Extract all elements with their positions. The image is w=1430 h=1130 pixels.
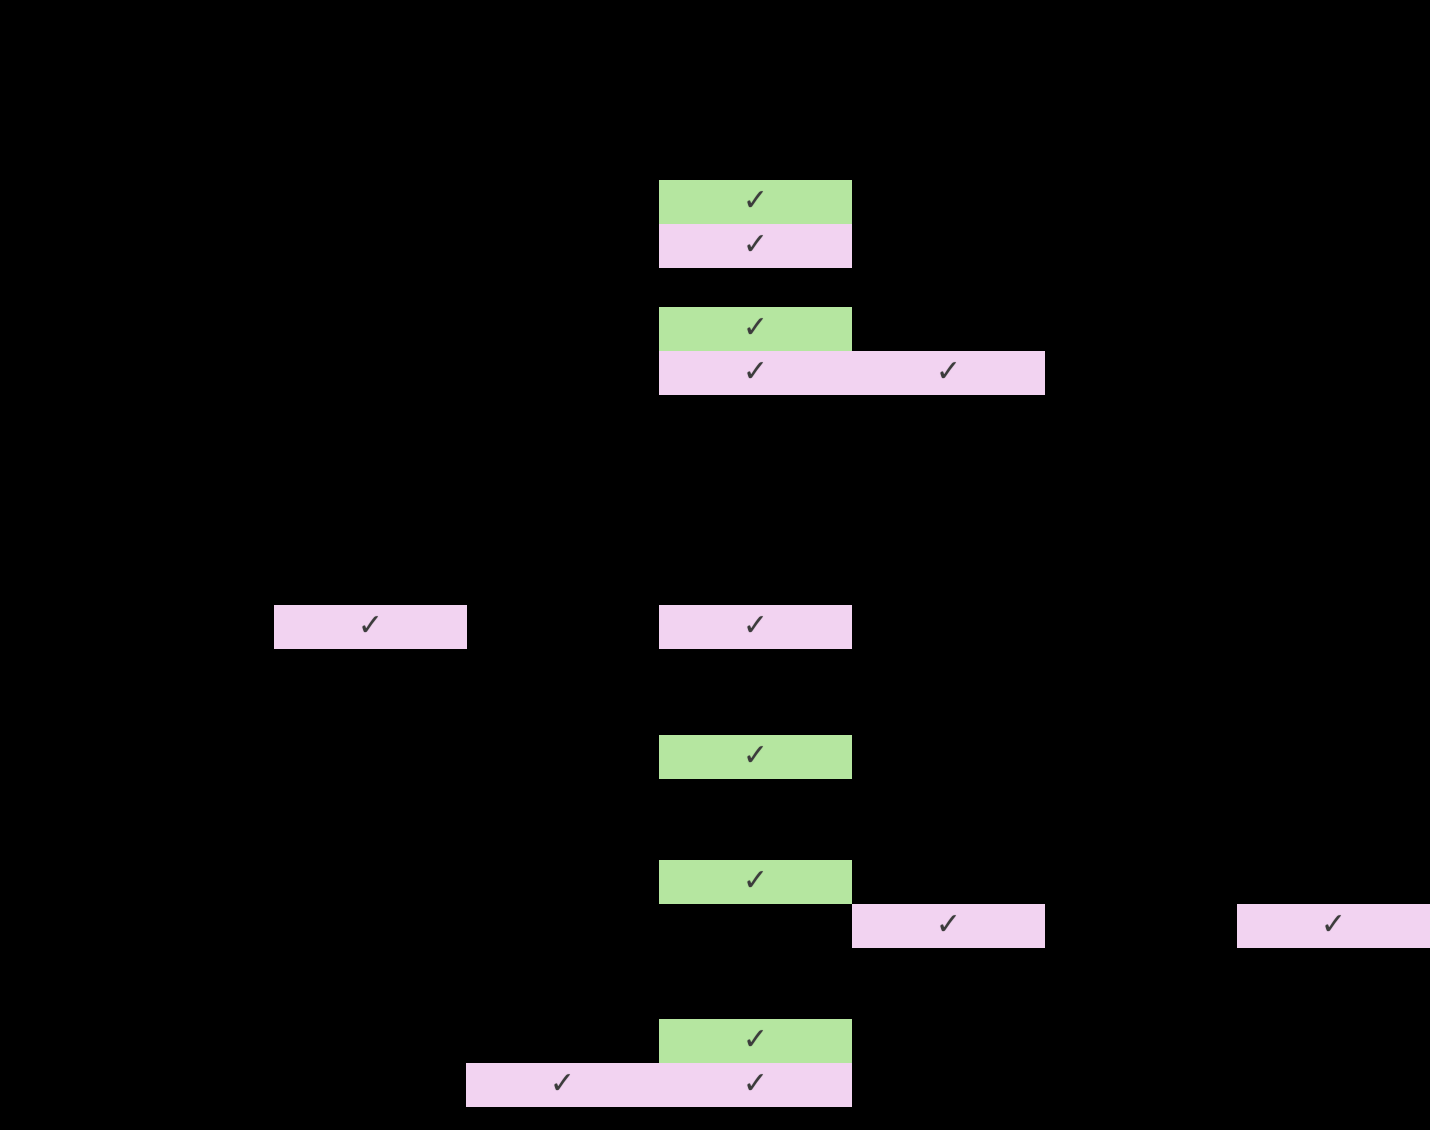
bar-segment[interactable]: ✓: [659, 307, 852, 351]
check-icon: ✓: [742, 738, 769, 773]
bar-segment[interactable]: ✓: [852, 904, 1045, 948]
check-icon: ✓: [742, 1066, 769, 1101]
bar-segment[interactable]: ✓: [659, 860, 852, 904]
check-icon: ✓: [935, 907, 962, 942]
bar-segment[interactable]: ✓✓: [659, 351, 1045, 395]
bar-segment[interactable]: ✓: [1237, 904, 1430, 948]
bar-cell[interactable]: ✓: [659, 224, 852, 268]
bar-cell[interactable]: ✓: [852, 351, 1045, 395]
check-icon: ✓: [742, 608, 769, 643]
check-icon: ✓: [742, 1022, 769, 1057]
bar-segment[interactable]: ✓: [659, 180, 852, 224]
bar-cell[interactable]: ✓: [659, 1019, 852, 1063]
bar-cell[interactable]: ✓: [274, 605, 467, 649]
bar-segment[interactable]: ✓: [659, 735, 852, 779]
bar-cell[interactable]: ✓: [659, 351, 852, 395]
bar-segment[interactable]: ✓✓: [466, 1063, 852, 1107]
bar-cell[interactable]: ✓: [466, 1063, 659, 1107]
check-icon: ✓: [742, 863, 769, 898]
check-icon: ✓: [1320, 907, 1347, 942]
bar-cell[interactable]: ✓: [1237, 904, 1430, 948]
check-icon: ✓: [935, 354, 962, 389]
bar-cell[interactable]: ✓: [659, 307, 852, 351]
bar-cell[interactable]: ✓: [659, 735, 852, 779]
check-icon: ✓: [742, 310, 769, 345]
bar-segment[interactable]: ✓: [659, 224, 852, 268]
check-icon: ✓: [549, 1066, 576, 1101]
check-icon: ✓: [742, 183, 769, 218]
bar-cell[interactable]: ✓: [659, 860, 852, 904]
bar-cell[interactable]: ✓: [659, 180, 852, 224]
check-icon: ✓: [742, 354, 769, 389]
bar-segment[interactable]: ✓: [659, 605, 852, 649]
check-icon: ✓: [742, 227, 769, 262]
bar-cell[interactable]: ✓: [852, 904, 1045, 948]
bar-segment[interactable]: ✓: [659, 1019, 852, 1063]
check-icon: ✓: [357, 608, 384, 643]
bar-cell[interactable]: ✓: [659, 605, 852, 649]
bar-segment[interactable]: ✓: [274, 605, 467, 649]
bar-cell[interactable]: ✓: [659, 1063, 852, 1107]
